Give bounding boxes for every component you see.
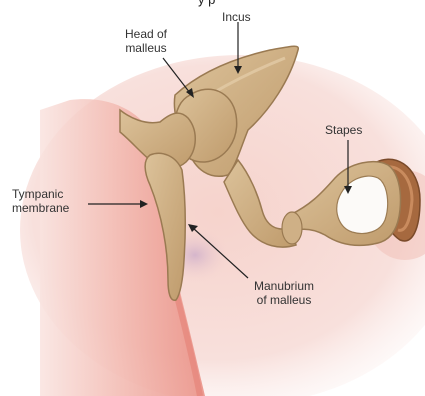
label-manubrium-line2: of malleus [244,293,324,307]
label-manubrium-of-malleus: Manubrium of malleus [244,279,324,307]
label-head-of-malleus-line2: malleus [118,41,174,55]
label-stapes: Stapes [325,123,362,137]
label-manubrium-line1: Manubrium [244,279,324,293]
label-head-of-malleus-line1: Head of [118,27,174,41]
label-incus: Incus [222,10,251,24]
label-tympanic-membrane: Tympanic membrane [12,187,69,215]
label-head-of-malleus: Head of malleus [118,27,174,55]
label-tympanic-line2: membrane [12,201,69,215]
label-tympanic-line1: Tympanic [12,187,69,201]
